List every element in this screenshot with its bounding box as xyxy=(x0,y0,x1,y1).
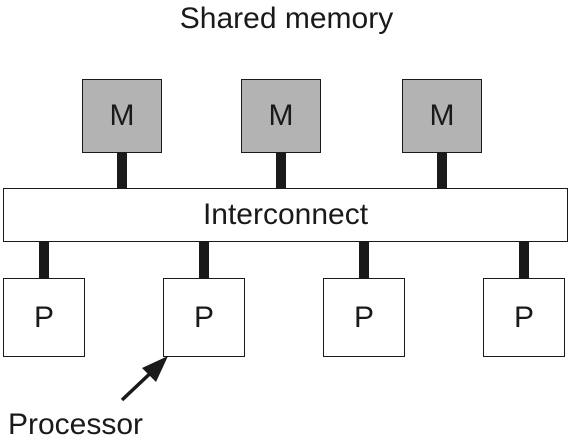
processor-4: P xyxy=(483,278,565,357)
processor-callout-label: Processor xyxy=(8,408,144,441)
processor-1: P xyxy=(3,278,85,357)
processor-link-1 xyxy=(39,242,49,278)
processor-link-3 xyxy=(359,242,369,278)
memory-module-2: M xyxy=(241,79,321,153)
memory-link-1 xyxy=(117,153,127,188)
processor-3: P xyxy=(323,278,405,357)
processor-link-4 xyxy=(519,242,529,278)
memory-link-2 xyxy=(276,153,286,188)
memory-module-1: M xyxy=(82,79,162,153)
processor-link-2 xyxy=(199,242,209,278)
processor-2: P xyxy=(163,278,245,357)
memory-link-3 xyxy=(437,153,447,188)
interconnect-bus: Interconnect xyxy=(3,188,568,242)
interconnect-label: Interconnect xyxy=(202,198,369,231)
diagram-title: Shared memory xyxy=(179,2,394,35)
memory-module-3: M xyxy=(402,79,482,153)
